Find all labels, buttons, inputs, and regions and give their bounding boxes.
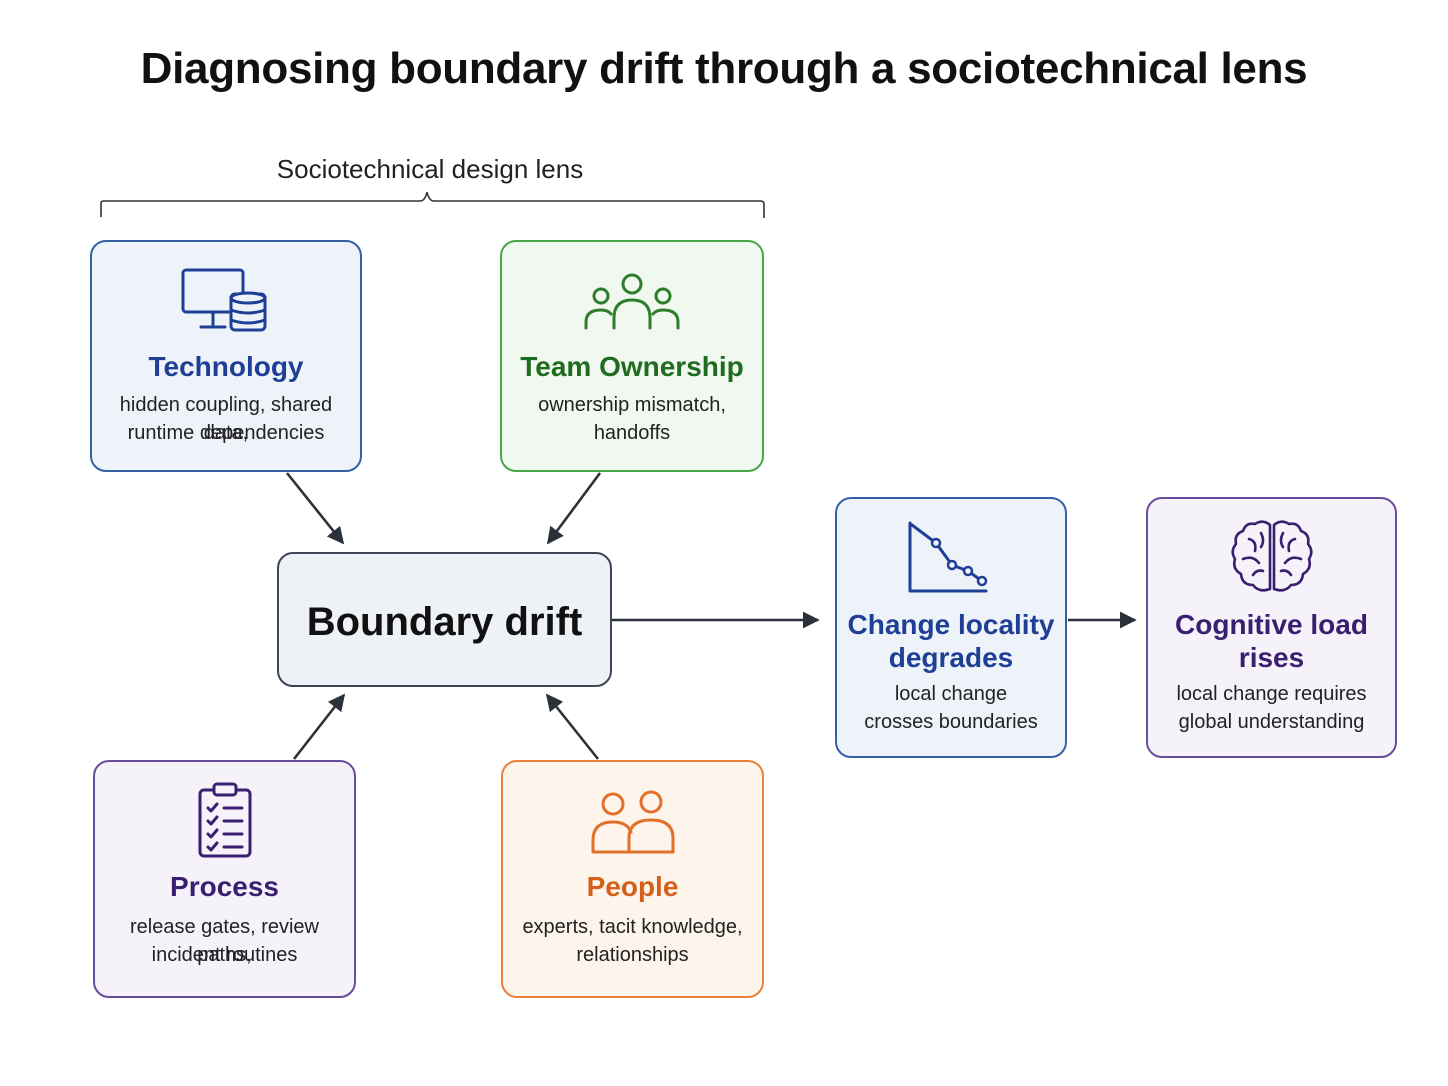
change-locality-node: Change locality degrades local change cr… (835, 497, 1067, 758)
process-title: Process (170, 871, 279, 902)
locality-desc-line2: crosses boundaries (864, 711, 1038, 733)
lens-brace (100, 191, 765, 218)
checklist-icon (198, 782, 251, 858)
boundary-drift-node: Boundary drift (277, 552, 612, 687)
cognitive-title-line2: rises (1238, 642, 1305, 673)
arrow-process-to-drift (292, 693, 346, 760)
locality-desc-line1: local change (894, 683, 1008, 705)
team-desc-line1: ownership mismatch, (538, 394, 726, 416)
diagram-title: Diagnosing boundary drift through a soci… (140, 44, 1308, 93)
people-icon (591, 790, 674, 854)
team-ownership-node: Team Ownership ownership mismatch, hando… (500, 240, 764, 472)
arrow-team-to-drift (546, 472, 602, 545)
cognitive-load-node: Cognitive load rises local change requir… (1146, 497, 1397, 758)
technology-desc-line1: hidden coupling, shared data, (119, 394, 333, 444)
technology-desc-line2: runtime dependencies (127, 422, 325, 444)
technology-node: Technology hidden coupling, shared data,… (90, 240, 362, 472)
brain-icon (1230, 520, 1313, 592)
locality-title-line2: degrades (888, 642, 1014, 673)
locality-title-line1: Change locality (847, 609, 1055, 640)
computer-database-icon (181, 268, 267, 332)
declining-chart-icon (908, 521, 988, 593)
team-desc-line2: handoffs (593, 422, 671, 444)
lens-label: Sociotechnical design lens (276, 154, 584, 184)
boundary-drift-label: Boundary drift (306, 600, 583, 644)
team-icon (584, 273, 680, 330)
arrow-people-to-drift (545, 693, 600, 760)
technology-title: Technology (148, 351, 304, 382)
cognitive-title-line1: Cognitive load (1175, 609, 1368, 640)
cognitive-desc-line2: global understanding (1178, 711, 1365, 733)
team-title: Team Ownership (520, 351, 744, 382)
cognitive-desc-line1: local change requires (1176, 683, 1367, 705)
people-title: People (586, 871, 679, 902)
people-node: People experts, tacit knowledge, relatio… (501, 760, 764, 998)
people-desc-line1: experts, tacit knowledge, (522, 916, 743, 938)
process-node: Process release gates, review paths, inc… (93, 760, 356, 998)
process-desc-line1: release gates, review paths, (130, 916, 319, 966)
people-desc-line2: relationships (576, 944, 689, 966)
arrow-technology-to-drift (285, 472, 345, 545)
process-desc-line2: incident routines (151, 944, 298, 966)
